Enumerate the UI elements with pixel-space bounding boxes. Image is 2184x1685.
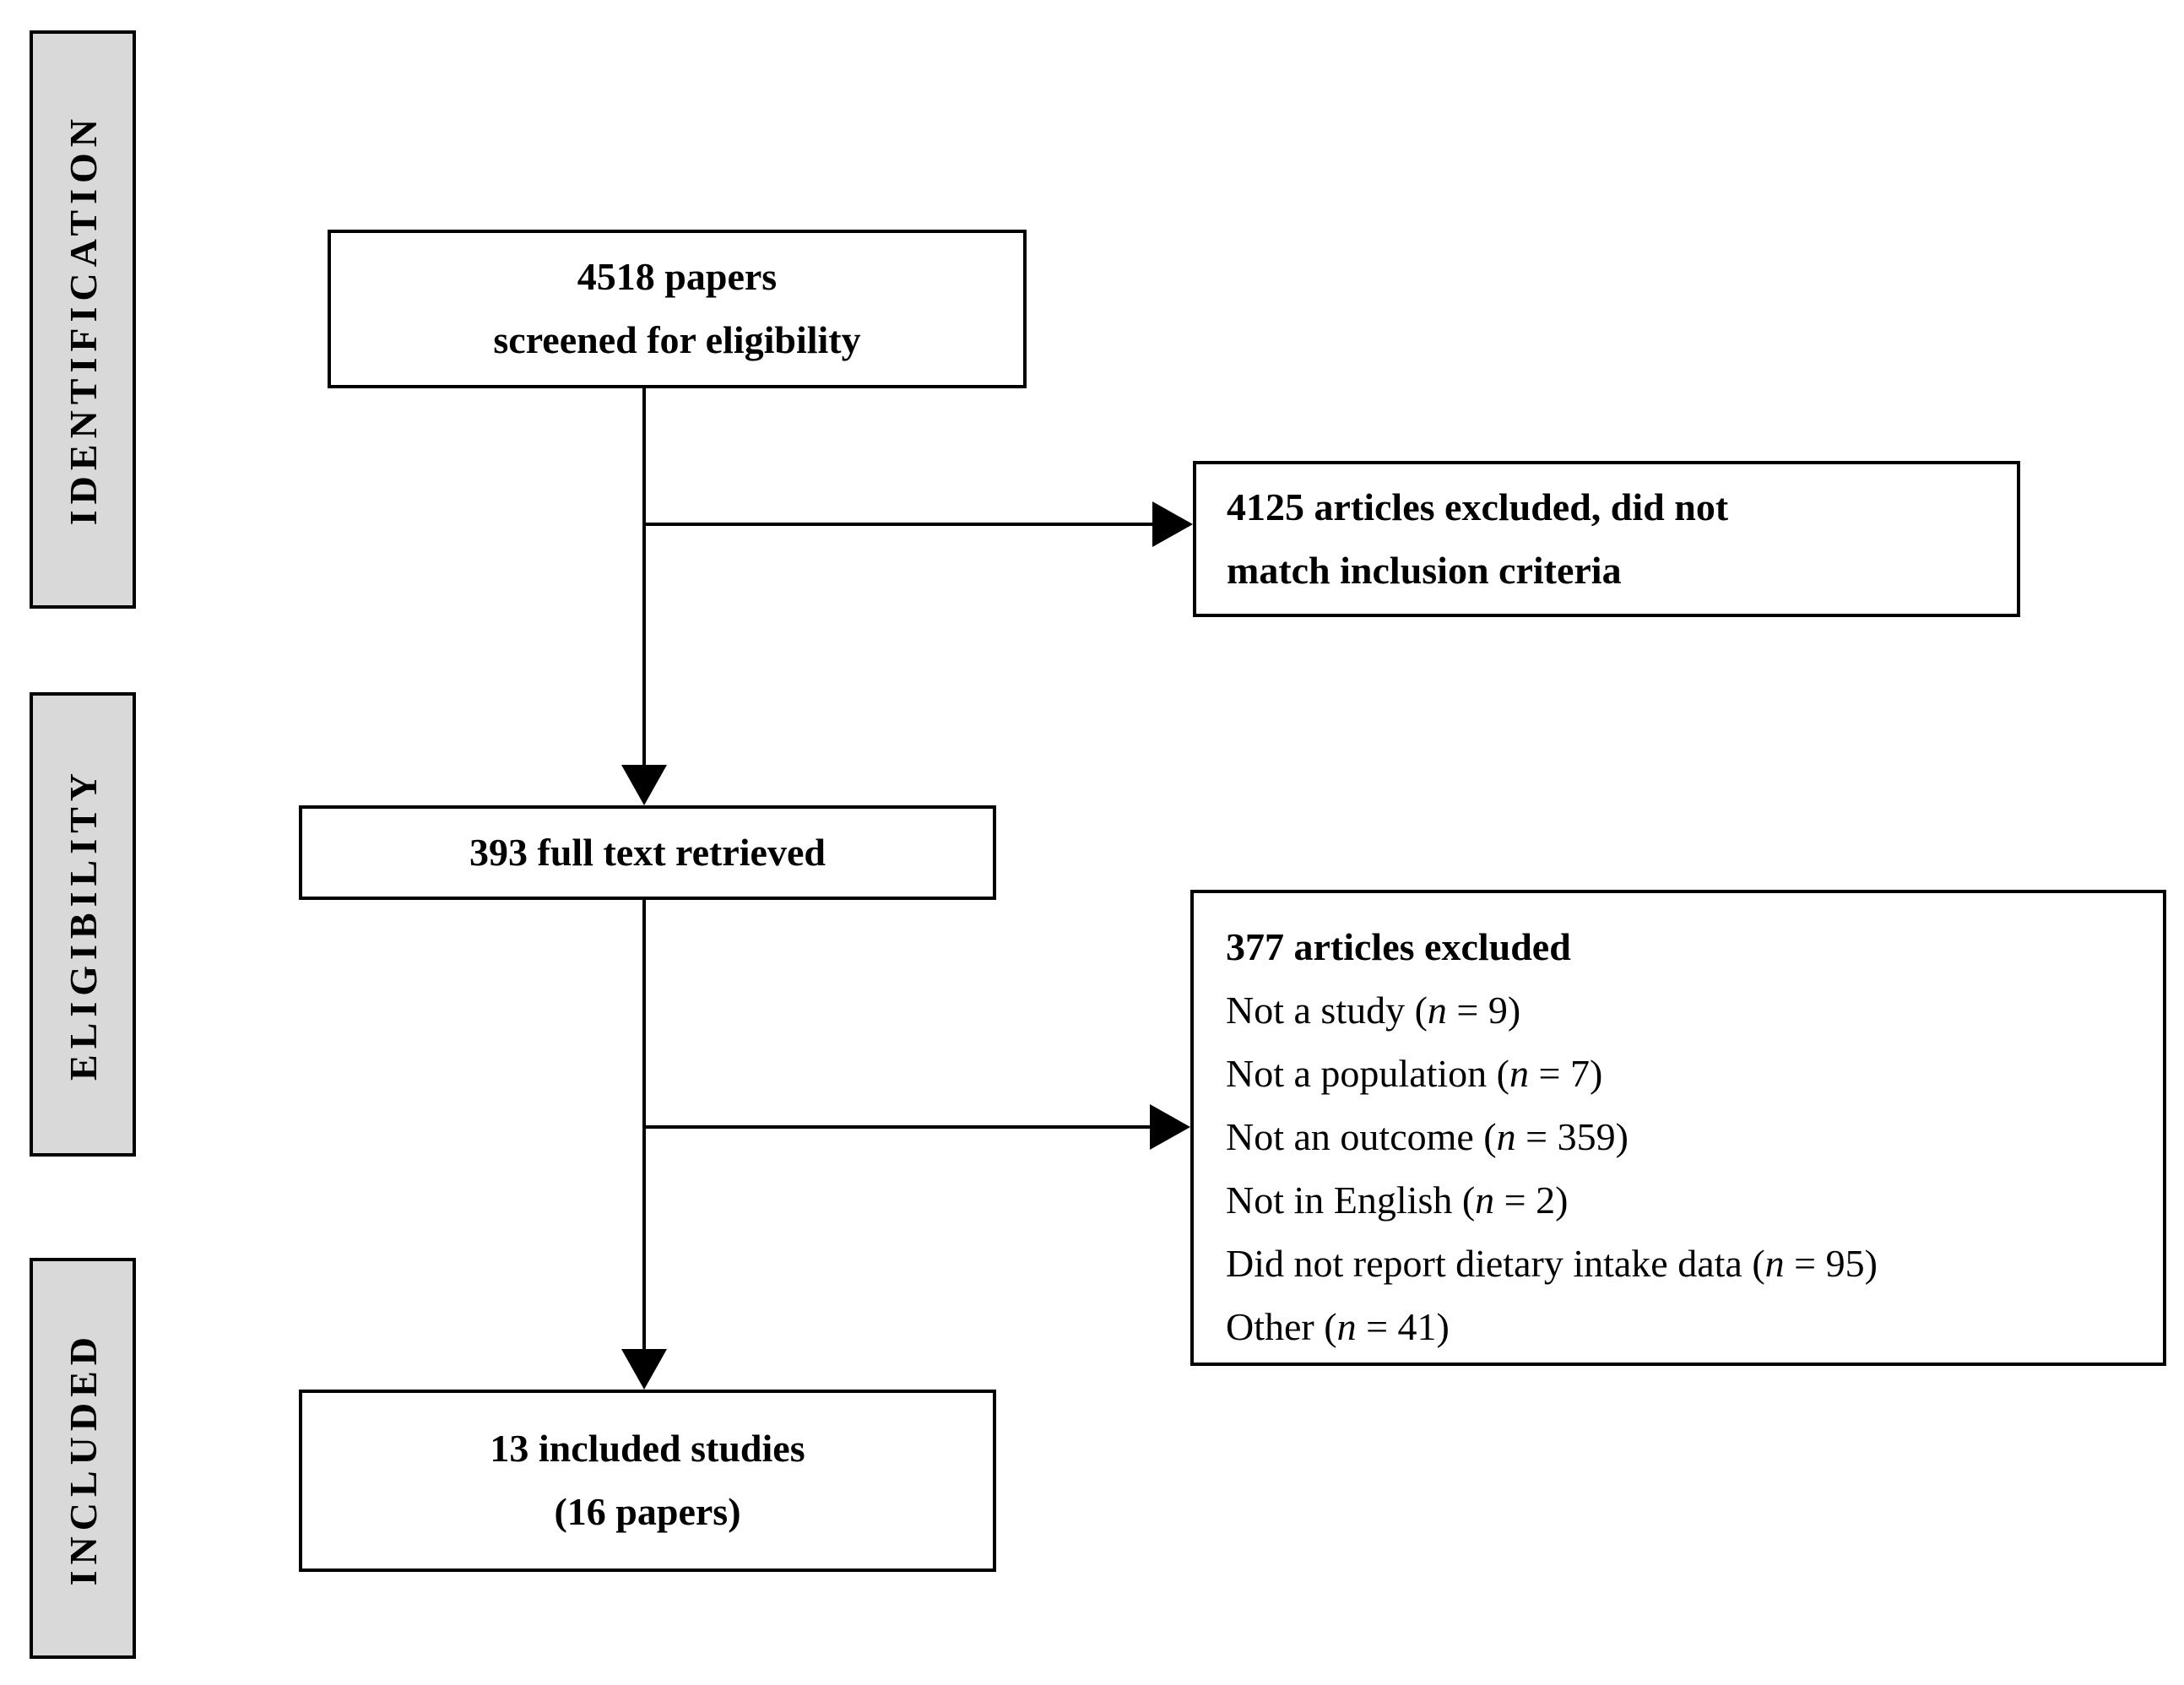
flow-box-excluded-fulltext: 377 articles excluded Not a study (n = 9…: [1190, 890, 2166, 1366]
excluded-initial-line-1: 4125 articles excluded, did not: [1227, 485, 1729, 528]
connector-to-excluded-fulltext: [644, 1125, 1150, 1129]
arrowhead-right-icon: [1152, 501, 1193, 547]
n-symbol: n: [1336, 1305, 1357, 1348]
n-symbol: n: [1427, 989, 1447, 1032]
fulltext-text: 393 full text retrieved: [469, 830, 826, 874]
stage-label-included-text: INCLUDED: [61, 1330, 105, 1586]
stage-label-identification: IDENTIFICATION: [30, 30, 136, 609]
flow-box-screened: 4518 papers screened for eligibility: [328, 230, 1027, 388]
arrowhead-down-icon: [621, 765, 667, 805]
n-symbol: n: [1475, 1178, 1495, 1222]
excluded-initial-line-2: match inclusion criteria: [1227, 548, 1622, 592]
stage-label-identification-text: IDENTIFICATION: [61, 113, 105, 526]
flow-box-included: 13 included studies (16 papers): [299, 1390, 996, 1572]
n-symbol: n: [1496, 1115, 1516, 1158]
excluded-fulltext-title: 377 articles excluded: [1226, 925, 1571, 968]
stage-label-included: INCLUDED: [30, 1258, 136, 1659]
flow-box-fulltext: 393 full text retrieved: [299, 805, 996, 900]
flow-box-excluded-initial: 4125 articles excluded, did not match in…: [1193, 461, 2020, 617]
included-line-1: 13 included studies: [490, 1427, 805, 1471]
n-symbol: n: [1764, 1242, 1785, 1285]
stage-label-eligibility-text: ELIGIBILITY: [61, 767, 105, 1081]
n-symbol: n: [1509, 1052, 1529, 1095]
screened-line-2: screened for eligibility: [493, 318, 861, 361]
exclusion-item: Not an outcome (n = 359): [1226, 1115, 1629, 1158]
arrowhead-right-icon: [1150, 1104, 1190, 1150]
exclusion-item: Not in English (n = 2): [1226, 1178, 1569, 1222]
exclusion-list: Not a study (n = 9) Not a population (n =…: [1226, 978, 2146, 1358]
exclusion-item: Other (n = 41): [1226, 1305, 1450, 1348]
connector-screened-to-fulltext: [642, 388, 646, 768]
exclusion-item: Not a population (n = 7): [1226, 1052, 1603, 1095]
connector-to-excluded-initial: [644, 523, 1152, 526]
included-line-2: (16 papers): [554, 1490, 741, 1533]
exclusion-item: Not a study (n = 9): [1226, 989, 1521, 1032]
exclusion-item: Did not report dietary intake data (n = …: [1226, 1242, 1878, 1285]
arrowhead-down-icon: [621, 1349, 667, 1390]
stage-label-eligibility: ELIGIBILITY: [30, 692, 136, 1157]
screened-line-1: 4518 papers: [577, 255, 778, 299]
